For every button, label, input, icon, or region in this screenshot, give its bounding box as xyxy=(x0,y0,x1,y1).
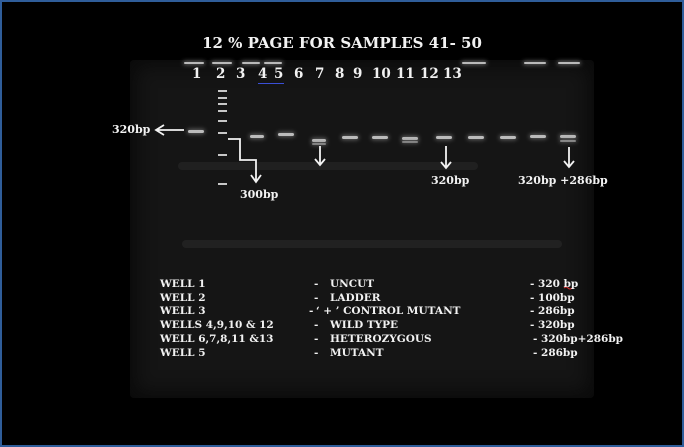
lane-number: 7 xyxy=(315,66,325,82)
legend-size: - 100bp xyxy=(530,292,575,304)
legend-size: - 286bp xyxy=(530,305,575,317)
mid-smear xyxy=(178,162,478,170)
legend-dash: - xyxy=(314,292,319,304)
legend-dash: - xyxy=(314,333,319,345)
legend-dash: - xyxy=(314,347,319,359)
lane-number: 1 xyxy=(192,66,202,82)
dna-band xyxy=(372,136,388,139)
gel-title: 12 % PAGE FOR SAMPLES 41- 50 xyxy=(202,34,482,52)
lane-number: 4 xyxy=(258,66,268,82)
well-slot xyxy=(242,62,260,64)
lane-number: 9 xyxy=(353,66,363,82)
ladder-band xyxy=(218,90,227,92)
ladder-band xyxy=(218,97,227,99)
ladder-band xyxy=(218,132,227,134)
well-slot xyxy=(558,62,580,64)
marker-300bp-label: 300bp xyxy=(240,188,279,201)
dna-band-lower xyxy=(312,143,326,145)
legend-well: WELLS 4,9,10 & 12 xyxy=(160,319,274,331)
lane-number: 8 xyxy=(335,66,345,82)
dna-band xyxy=(342,136,358,139)
lane-number: 2 xyxy=(216,66,226,82)
left-arrow-icon xyxy=(154,124,184,136)
legend-size: - 320bp xyxy=(530,319,575,331)
dna-band xyxy=(188,130,204,133)
lane-number: 13 xyxy=(443,66,462,82)
dna-band xyxy=(250,135,264,138)
legend-dash: - xyxy=(309,305,314,317)
dna-band xyxy=(530,135,546,138)
down-arrow-icon xyxy=(314,146,326,167)
well-slot xyxy=(184,62,204,64)
lane-4-5-underline xyxy=(258,83,284,84)
legend-dash: - xyxy=(314,278,319,290)
down-arrow-icon xyxy=(440,146,452,170)
well-slot xyxy=(264,62,282,64)
legend-description: ‘ + ’ CONTROL MUTANT xyxy=(316,305,461,317)
legend-description: MUTANT xyxy=(330,347,384,359)
legend-description: HETEROZYGOUS xyxy=(330,333,432,345)
dna-band xyxy=(468,136,484,139)
well-slot xyxy=(462,62,486,64)
dna-band xyxy=(402,137,418,140)
dna-band xyxy=(278,133,294,136)
legend-description: UNCUT xyxy=(330,278,375,290)
dna-band xyxy=(436,136,452,139)
lane-320-286bp-label: 320bp +286bp xyxy=(518,174,608,187)
lane-number: 10 xyxy=(372,66,391,82)
lane-number: 5 xyxy=(274,66,284,82)
legend-well: WELL 1 xyxy=(160,278,206,290)
lane-320bp-label: 320bp xyxy=(431,174,470,187)
legend-size: - 320bp+286bp xyxy=(533,333,624,345)
dna-band xyxy=(560,135,576,138)
legend-well: WELL 3 xyxy=(160,305,206,317)
down-arrow-icon xyxy=(563,147,575,169)
legend-well: WELL 5 xyxy=(160,347,206,359)
legend-description: LADDER xyxy=(330,292,381,304)
gel-slab xyxy=(130,60,594,398)
legend-description: WILD TYPE xyxy=(330,319,399,331)
legend-size: - 320 bp xyxy=(530,278,579,290)
legend-dash: - xyxy=(314,319,319,331)
marker-320bp-label: 320bp xyxy=(112,123,151,136)
legend-well: WELL 2 xyxy=(160,292,206,304)
dna-band xyxy=(500,136,516,139)
lane-number: 3 xyxy=(236,66,246,82)
dna-band-lower xyxy=(402,141,418,143)
ladder-band xyxy=(218,120,227,122)
lane-number: 12 xyxy=(420,66,439,82)
lane-number: 11 xyxy=(396,66,415,82)
typo-squiggle xyxy=(563,286,573,290)
dna-band-lower xyxy=(560,140,576,142)
lane-number: 6 xyxy=(294,66,304,82)
lower-smear xyxy=(182,240,562,248)
elbow-arrow-icon xyxy=(228,138,262,184)
well-slot xyxy=(524,62,546,64)
legend-well: WELL 6,7,8,11 &13 xyxy=(160,333,274,345)
ladder-band xyxy=(218,110,227,112)
dna-band xyxy=(312,139,326,142)
ladder-band xyxy=(218,154,227,156)
well-slot xyxy=(212,62,232,64)
ladder-band xyxy=(218,183,227,185)
legend-size: - 286bp xyxy=(533,347,578,359)
ladder-band xyxy=(218,103,227,105)
